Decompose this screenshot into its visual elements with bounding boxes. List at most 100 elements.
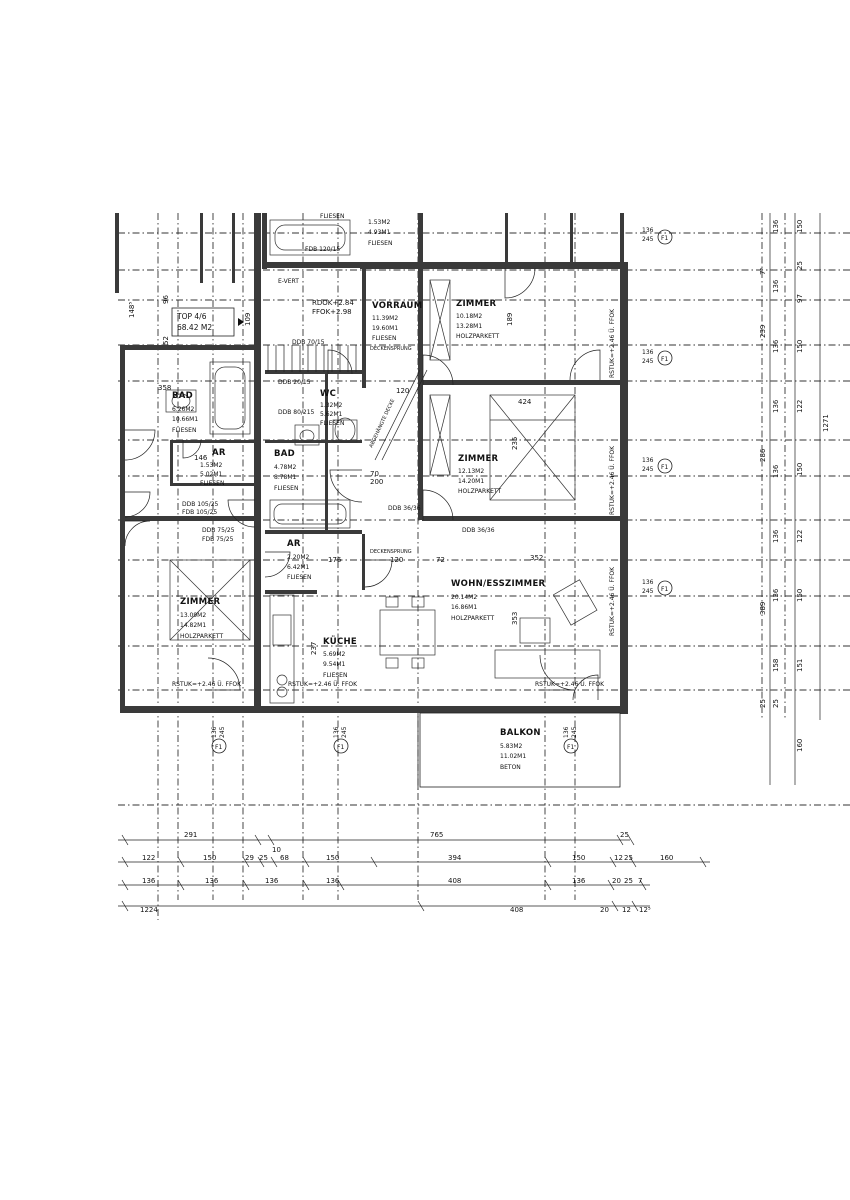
dim-text: 286 [759,448,767,462]
dim-text: 120 [390,556,403,564]
room-floor: BETON [500,764,521,771]
dim-text: 25 [624,877,633,885]
room-perimeter: 6.42M1 [287,564,310,571]
room-area: 1.53M2 [368,219,391,226]
dim-text: 52 [162,336,170,345]
dim-text: 150 [572,854,585,862]
dim-text: 68 [280,854,289,862]
dim-text: 136 [772,339,780,353]
dim-text: 20 [612,877,621,885]
window-f1: F1 [661,235,668,242]
window-label-top: 136 [642,227,654,234]
dim-text: 189 [506,313,514,326]
rstuk-label-4: RSTUK=+2.46 Ü. FFOK [609,308,616,378]
fdb-label-top: FDB 120/15 [305,246,340,253]
top-label-box: TOP 4/6 68.42 M2 [171,307,244,337]
window-label-bottom: 245 [341,726,348,738]
room-ar-2: AR 2.20M2 6.42M1 FLIESEN [287,539,311,581]
window-marker-labels: 136 245 F1 136 245 F1 136 245 F1 136 245… [211,227,668,751]
dim-text: 160 [796,739,804,752]
rstuk-label-2: RSTUK=+2.46 Ü. FFOK [288,681,358,688]
window-label-top: 136 [642,349,654,356]
dims-inner: 358 148⁵ 96 52 109 352 424 235 120 353 2… [128,295,543,655]
rstuk-label-3: RSTUK=+2.46 Ü. FFOK [535,681,605,688]
room-perimeter: 4.93M1 [368,229,391,236]
dim-text: 25 [796,261,804,270]
dim-text: 158 [772,659,780,672]
window-f1: F1 [337,744,344,751]
dim-text: 7⁵ [759,268,767,275]
dim-text: 122 [796,530,804,543]
dim-text: 235 [511,437,519,450]
room-perimeter: 5.02M1 [200,471,223,478]
fdb-label-4: FDB 105/25 [182,509,217,516]
room-name: KÜCHE [323,636,357,647]
ddb-label-3: DDB 80/215 [278,409,315,416]
room-area: 5.83M2 [500,743,523,750]
dim-text: 25 [759,699,767,708]
room-name: WC [320,389,336,399]
dim-text: 353 [511,612,519,625]
dim-text: 136 [772,464,780,478]
room-floor: FLIESEN [372,335,396,342]
dim-text: 136 [326,877,340,885]
dim-text: 97 [796,294,804,303]
ddb-label-7: DDB 36/36 [462,527,495,534]
room-floor: FLIESEN [172,427,196,434]
room-name: ZIMMER [456,299,497,309]
dim-text: 10 [272,846,281,854]
ddb-label-2: DDB 20/15 [278,379,311,386]
window-label-top: 136 [333,726,340,738]
window-label-bottom: 245 [642,236,654,243]
window-label-bottom: 245 [642,588,654,595]
room-area: 5.69M2 [323,651,346,658]
dim-text: 136 [572,877,586,885]
window-label-top: 136 [642,457,654,464]
room-top-partial: 1.53M2 4.93M1 FLIESEN [368,219,392,247]
room-floor: FLIESEN [200,480,224,487]
dim-text: 25 [624,854,633,862]
room-area: 11.39M2 [372,315,398,322]
dim-text: 109 [244,313,252,326]
room-wohn-esszimmer: WOHN/ESSZIMMER 20.14M2 16.86M1 HOLZPARKE… [451,579,545,622]
room-floor: FLIESEN [320,420,344,427]
window-label-top: 136 [563,726,570,738]
dim-text: 70 [370,470,379,478]
room-floor: FLIESEN [274,485,298,492]
window-f1: F1 [215,744,222,751]
dim-text: 136 [142,877,156,885]
room-perimeter: 8.78M1 [274,474,297,481]
dim-text: 150 [796,220,804,233]
room-perimeter: 16.86M1 [451,604,477,611]
window-label-top: 136 [642,579,654,586]
dim-text: 1224 [140,906,158,914]
dim-text: 29 [245,854,254,862]
dim-text: 352 [530,554,543,562]
top-label-title: TOP 4/6 [176,312,207,321]
dim-text: 424 [518,398,532,406]
dim-text: 237 [310,642,318,655]
room-ar-1: AR 1.53M2 5.02M1 FLIESEN [200,448,226,487]
dim-text: 96 [162,295,170,304]
room-perimeter: 14.20M1 [458,478,484,485]
rstuk-label-1: RSTUK=+2.46 Ü. FFOK [172,681,242,688]
evert-label: E-VERT [278,278,299,285]
dim-text: 136 [772,219,780,233]
dachstuhl-label: ABGEHÄNGTE DECKE [367,398,396,449]
dim-text: 136 [772,529,780,543]
level-rohdecke: RDOK+2.84 [312,299,354,307]
dim-text: 151 [796,659,804,672]
rstuk-label-5: RSTUK=+2.46 Ü. FFOK [609,445,616,515]
room-bad-1: BAD 6.26M2 10.66M1 FLIESEN [172,391,198,434]
room-bad-2: BAD 4.78M2 8.78M1 FLIESEN [274,449,298,492]
room-name: AR [287,539,301,549]
dims-right: 136 150 25 136 97 136 150 136 122 136 15… [759,219,830,752]
window-label-bottom: 245 [642,358,654,365]
room-floor: HOLZPARKETT [458,488,501,495]
dim-text: 146 [194,454,208,462]
dim-text: 358 [158,384,171,392]
fdb-label-5: FDB 75/25 [202,536,234,543]
window-label-bottom: 245 [219,726,226,738]
dim-text: 136 [265,877,279,885]
dim-text: 150 [326,854,339,862]
